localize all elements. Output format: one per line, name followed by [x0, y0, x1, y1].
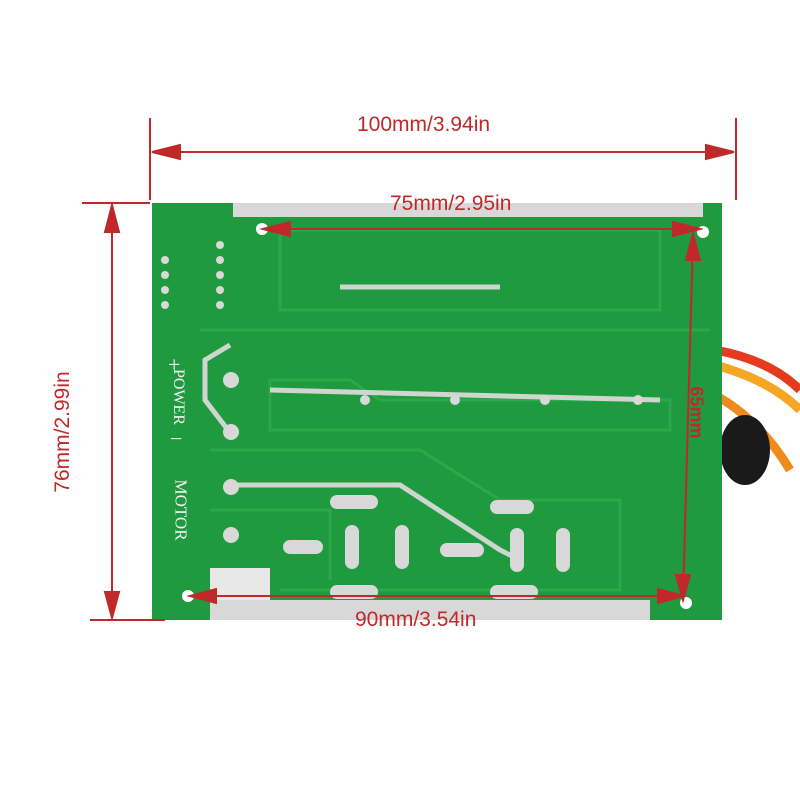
pcb-traces — [200, 228, 710, 592]
height-label: 76mm/2.99in — [51, 371, 74, 493]
bottom-hole-spacing-label: 90mm/3.54in — [355, 608, 477, 631]
dimension-lines — [82, 118, 737, 622]
power-marking: POWER — [170, 369, 187, 425]
width-label: 100mm/3.94in — [357, 113, 491, 136]
minus-marking: − — [170, 426, 183, 451]
motor-marking: MOTOR — [171, 479, 191, 541]
pcb-board — [152, 203, 722, 620]
vertical-hole-spacing-label: 65mm — [686, 386, 707, 439]
top-hole-spacing-label: 75mm/2.95in — [390, 192, 512, 215]
plus-marking: + — [168, 352, 181, 377]
wire-bundle — [712, 345, 800, 485]
